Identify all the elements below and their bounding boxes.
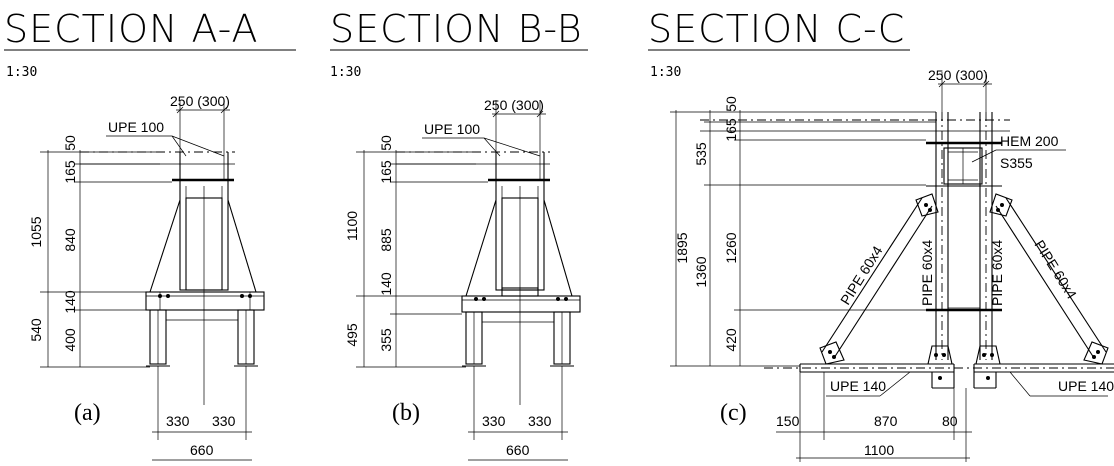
section-c-figure-label: (c): [720, 400, 747, 426]
section-c-member-label-1: HEM 200: [1000, 133, 1059, 149]
section-b-dim-total-upper: 1100: [344, 211, 360, 241]
section-a-dim-b: 165: [62, 160, 78, 184]
section-c-dim-b: 165: [723, 118, 739, 142]
section-a-dim-bottom-right: 330: [212, 413, 236, 429]
section-c-dim-bottom-total: 1100: [864, 442, 894, 458]
section-b-dim-bottom-total: 660: [506, 442, 530, 458]
section-b-dim-c: 885: [378, 228, 394, 252]
section-c-dim-total: 1895: [674, 232, 690, 263]
section-a-dim-d: 140: [62, 290, 78, 314]
section-a-drawing: 250 (300) UPE 100: [28, 93, 265, 461]
section-a-scale: 1:30: [6, 65, 37, 80]
section-b-dim-d: 140: [378, 272, 394, 296]
section-b-dim-e: 355: [378, 328, 394, 352]
section-c-scale: 1:30: [650, 65, 681, 80]
section-a-dim-c: 840: [62, 228, 78, 252]
section-c-base-profile-right: UPE 140: [1058, 378, 1114, 394]
section-a-figure-label: (a): [74, 400, 101, 426]
section-c-dim-d: 1260: [723, 232, 739, 263]
section-a-profile-label: UPE 100: [108, 119, 164, 135]
section-b-dim-bottom-right: 330: [528, 413, 552, 429]
section-b-drawing: 250 (300) UPE 100: [344, 97, 581, 461]
section-c-dim-a: 50: [723, 96, 739, 112]
section-a-title: SECTION A-A: [4, 7, 259, 51]
section-b-title: SECTION B-B: [330, 7, 583, 51]
section-c-dim-bottom-b: 870: [874, 413, 898, 429]
section-b-dim-b: 165: [378, 160, 394, 184]
section-c-pipe-label-right: PIPE 60x4: [1031, 237, 1080, 302]
section-c-pipe-label-center-right: PIPE 60x4: [989, 240, 1005, 306]
section-c-title: SECTION C-C: [648, 7, 905, 51]
section-c-member-label-2: S355: [1000, 155, 1033, 171]
section-c-top-dim: 250 (300): [928, 67, 988, 83]
section-c-pipe-label-center-left: PIPE 60x4: [919, 240, 935, 306]
section-c-dim-f: 420: [723, 328, 739, 352]
section-c-dim-bottom-c: 80: [942, 413, 958, 429]
section-b-profile-label: UPE 100: [424, 121, 480, 137]
section-b-figure-label: (b): [392, 400, 420, 426]
section-b-top-dim: 250 (300): [484, 97, 544, 113]
section-c-base-profile-left: UPE 140: [830, 378, 886, 394]
section-a-top-dim: 250 (300): [170, 93, 230, 109]
section-b-dim-a: 50: [378, 135, 394, 151]
section-b-dim-bottom-left: 330: [482, 413, 506, 429]
section-b-dim-total-lower: 495: [344, 323, 360, 347]
section-c-dim-bottom-a: 150: [776, 413, 800, 429]
section-b-scale: 1:30: [330, 65, 361, 80]
section-a-dim-total-upper: 1055: [28, 216, 44, 247]
section-c-pipe-label-left: PIPE 60x4: [837, 243, 886, 308]
section-a-dim-bottom-left: 330: [166, 413, 190, 429]
section-a-dim-total-lower: 540: [28, 318, 44, 342]
section-a-dim-a: 50: [62, 135, 78, 151]
section-c-dim-c: 535: [693, 142, 709, 166]
section-a-dim-bottom-total: 660: [190, 442, 214, 458]
section-c-dim-e: 1360: [693, 256, 709, 287]
section-a-dim-e: 400: [62, 328, 78, 352]
